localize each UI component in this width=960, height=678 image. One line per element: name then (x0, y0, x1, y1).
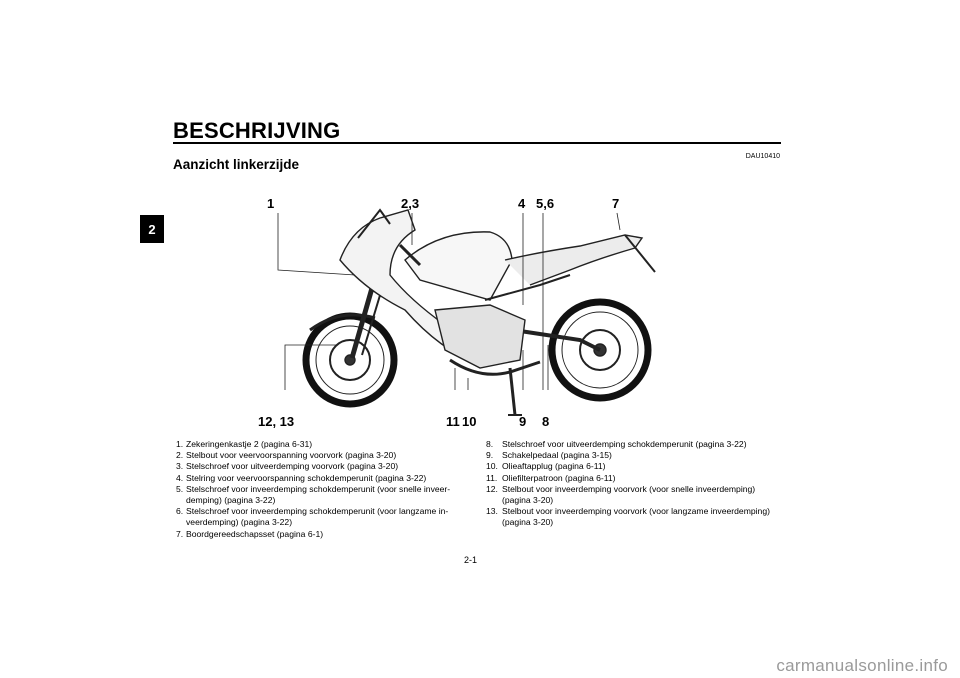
motorcycle-illustration (277, 208, 656, 416)
callout-5-6: 5,6 (536, 196, 555, 211)
page-number: 2-1 (464, 555, 478, 565)
callout-2-3: 2,3 (401, 196, 420, 211)
callout-7: 7 (612, 196, 620, 211)
legend-left: 1.Zekeringenkastje 2 (pagina 6-31) 2.Ste… (176, 439, 476, 540)
legend-item: 10.Olieaftapplug (pagina 6-11) (486, 461, 606, 472)
legend-item: 7.Boordgereedschapsset (pagina 6-1) (176, 528, 324, 539)
section-code: DAU10410 (745, 153, 780, 160)
page-title: BESCHRIJVING (173, 118, 341, 143)
watermark: carmanualsonline.info (776, 656, 948, 675)
title-rule (173, 142, 781, 144)
callout-8: 8 (542, 414, 550, 429)
legend-item: 2.Stelbout voor veervoorspanning voorvor… (176, 450, 397, 461)
legend-item: 11.Oliefilterpatroon (pagina 6-11) (486, 472, 616, 483)
legend-item: 5.Stelschroef voor inveerdemping schokde… (176, 483, 451, 506)
callout-9: 9 (519, 414, 527, 429)
callout-4: 4 (518, 196, 526, 211)
callout-12-13: 12, 13 (258, 414, 295, 429)
legend-item: 6.Stelschroef voor inveerdemping schokde… (176, 506, 449, 528)
chapter-tab: 2 (140, 215, 164, 243)
legend-item: 12.Stelbout voor inveerdemping voorvork … (486, 483, 756, 506)
legend-item: 13.Stelbout voor inveerdemping voorvork … (486, 506, 770, 528)
callout-11: 11 (446, 414, 460, 429)
legend-item: 3.Stelschroef voor uitveerdemping voorvo… (176, 461, 399, 472)
legend-item: 9.Schakelpedaal (pagina 3-15) (486, 450, 612, 461)
legend-item: 4.Stelring voor veervoorspanning schokde… (176, 472, 427, 483)
callout-10: 10 (462, 414, 477, 429)
motorcycle-diagram: 1 2,3 4 5,6 7 12, 13 11 10 9 8 (240, 190, 700, 440)
callout-1: 1 (267, 196, 275, 211)
section-subtitle: Aanzicht linkerzijde (173, 157, 300, 172)
legend-item: 8.Stelschroef voor uitveerdemping schokd… (486, 439, 747, 449)
legend-item: 1.Zekeringenkastje 2 (pagina 6-31) (176, 439, 313, 449)
legend-right: 8.Stelschroef voor uitveerdemping schokd… (486, 439, 786, 529)
